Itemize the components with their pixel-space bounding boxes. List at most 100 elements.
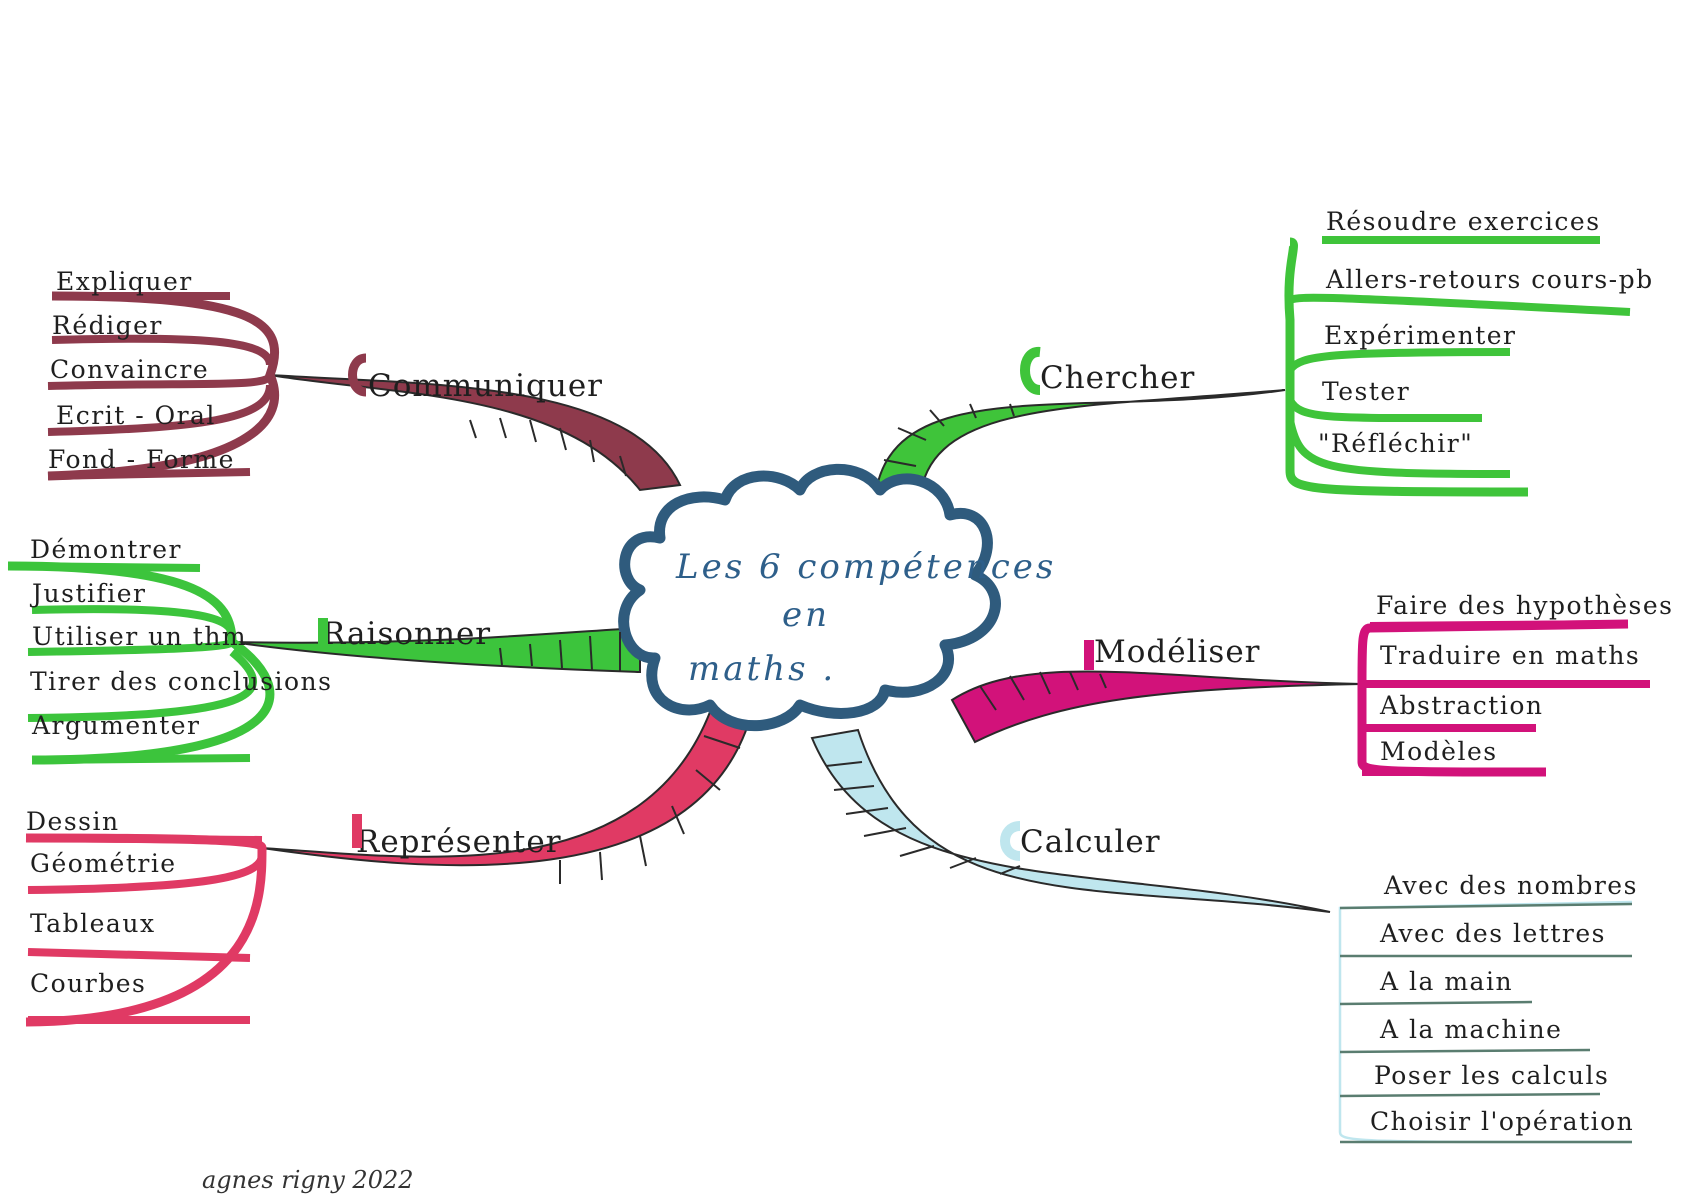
branch-calculer: Avec des nombres Avec des lettres A la m… bbox=[1020, 824, 1638, 1144]
modeliser-marker bbox=[1084, 640, 1094, 670]
representer-underline-3 bbox=[27, 948, 251, 962]
communiquer-item-4: Ecrit - Oral bbox=[56, 401, 216, 430]
hatch-line bbox=[899, 845, 935, 857]
center-title-line1: Les 6 compétences bbox=[675, 547, 1056, 587]
hatch-line bbox=[599, 851, 603, 881]
communiquer-title: Communiquer bbox=[368, 368, 603, 404]
center-title-line3: maths . bbox=[688, 649, 836, 689]
modeliser-item-3: Abstraction bbox=[1379, 691, 1544, 720]
hatch-line bbox=[1009, 675, 1025, 701]
hatch-line bbox=[703, 735, 741, 749]
raisonner-underline-1 bbox=[7, 562, 201, 572]
hatch-line bbox=[499, 647, 503, 666]
calculer-underline-5 bbox=[1339, 1092, 1601, 1098]
representer-item-2: Géométrie bbox=[30, 849, 177, 878]
modeliser-item-4: Modèles bbox=[1380, 737, 1498, 766]
hatch-line bbox=[529, 643, 533, 667]
raisonner-title: Raisonner bbox=[322, 616, 491, 652]
hatch-line bbox=[1099, 673, 1107, 689]
representer-item-3: Tableaux bbox=[30, 909, 156, 938]
branch-raisonner: Démontrer Justifier Utiliser un thm Tire… bbox=[7, 535, 491, 765]
raisonner-marker bbox=[318, 618, 328, 646]
raisonner-underline-2 bbox=[31, 605, 236, 636]
chercher-item-3: Expérimenter bbox=[1324, 321, 1517, 350]
calculer-item-4: A la machine bbox=[1379, 1015, 1562, 1044]
raisonner-item-2: Justifier bbox=[29, 579, 147, 608]
calculer-item-6: Choisir l'opération bbox=[1370, 1107, 1634, 1136]
raisonner-underline-4 bbox=[27, 648, 257, 722]
connector-hatching bbox=[469, 403, 1107, 884]
chercher-item-5: "Réfléchir" bbox=[1318, 429, 1473, 458]
branch-representer: Dessin Géométrie Tableaux Courbes Représ… bbox=[25, 807, 562, 1027]
representer-marker bbox=[352, 814, 362, 848]
branch-modeliser: Faire des hypothèses Traduire en maths A… bbox=[1094, 591, 1674, 777]
chercher-marker bbox=[1020, 347, 1042, 395]
hatch-line bbox=[883, 459, 917, 467]
communiquer-underline-3 bbox=[47, 373, 274, 390]
branch-communiquer: Expliquer Rédiger Convaincre Ecrit - Ora… bbox=[47, 267, 603, 481]
chercher-underline-5 bbox=[1286, 419, 1511, 478]
hatch-line bbox=[929, 409, 945, 427]
representer-item-4: Courbes bbox=[30, 969, 146, 998]
raisonner-item-5: Argumenter bbox=[31, 711, 201, 740]
central-cloud: Les 6 compétences en maths . bbox=[618, 463, 1056, 732]
representer-item-1: Dessin bbox=[26, 807, 120, 836]
chercher-bracket bbox=[1284, 237, 1529, 497]
hatch-line bbox=[979, 685, 997, 711]
raisonner-underline-3 bbox=[27, 639, 236, 656]
author-signature: agnes rigny 2022 bbox=[202, 1166, 414, 1194]
hatch-line bbox=[559, 639, 563, 669]
modeliser-item-2: Traduire en maths bbox=[1380, 641, 1640, 670]
hatch-line bbox=[1039, 671, 1051, 695]
modeliser-underline-1 bbox=[1369, 620, 1629, 630]
chercher-item-2: Allers-retours cours-pb bbox=[1325, 265, 1654, 294]
representer-title: Représenter bbox=[356, 824, 562, 860]
hatch-line bbox=[619, 455, 627, 477]
chercher-underline-2 bbox=[1288, 293, 1631, 316]
hatch-line bbox=[999, 865, 1021, 875]
hatch-line bbox=[845, 807, 889, 815]
calculer-underline-3 bbox=[1339, 1000, 1533, 1006]
calculer-marker bbox=[1000, 821, 1021, 861]
calculer-item-5: Poser les calculs bbox=[1374, 1061, 1609, 1090]
chercher-title: Chercher bbox=[1040, 360, 1195, 396]
communiquer-item-3: Convaincre bbox=[50, 355, 209, 384]
chercher-connector bbox=[873, 389, 1286, 499]
communiquer-item-1: Expliquer bbox=[56, 267, 193, 296]
calculer-underline-1 bbox=[1339, 902, 1633, 910]
raisonner-bracket bbox=[7, 561, 275, 765]
representer-underline-1 bbox=[25, 834, 263, 844]
hatch-line bbox=[1009, 403, 1015, 417]
modeliser-item-1: Faire des hypothèses bbox=[1376, 591, 1674, 620]
chercher-underline-4 bbox=[1286, 397, 1483, 423]
hatch-line bbox=[559, 427, 567, 451]
hatch-line bbox=[897, 427, 927, 441]
communiquer-connector bbox=[269, 374, 682, 492]
hatch-line bbox=[499, 417, 507, 439]
representer-underline-2 bbox=[27, 854, 266, 894]
calculer-item-2: Avec des lettres bbox=[1379, 919, 1606, 948]
calculer-item-1: Avec des nombres bbox=[1383, 871, 1638, 900]
hatch-line bbox=[529, 419, 537, 443]
title-markers bbox=[318, 347, 1094, 861]
hatch-line bbox=[1069, 671, 1079, 691]
hatch-line bbox=[469, 419, 477, 439]
hatch-line bbox=[695, 769, 721, 791]
communiquer-underline-4 bbox=[47, 384, 274, 436]
raisonner-underline-5 bbox=[31, 754, 251, 764]
calculer-title: Calculer bbox=[1020, 824, 1161, 860]
hatch-line bbox=[589, 635, 593, 671]
communiquer-underline-5 bbox=[47, 468, 251, 480]
chercher-item-1: Résoudre exercices bbox=[1326, 207, 1601, 236]
calculer-item-3: A la main bbox=[1379, 967, 1513, 996]
hatch-line bbox=[671, 805, 685, 835]
communiquer-underline-2 bbox=[51, 334, 274, 366]
hatch-line bbox=[969, 403, 977, 419]
hatch-line bbox=[589, 439, 595, 463]
raisonner-item-3: Utiliser un thm bbox=[32, 622, 247, 651]
hatch-line bbox=[833, 785, 875, 791]
hatch-line bbox=[863, 827, 907, 837]
calculer-underline-4 bbox=[1339, 1048, 1591, 1054]
hatch-line bbox=[949, 857, 977, 869]
